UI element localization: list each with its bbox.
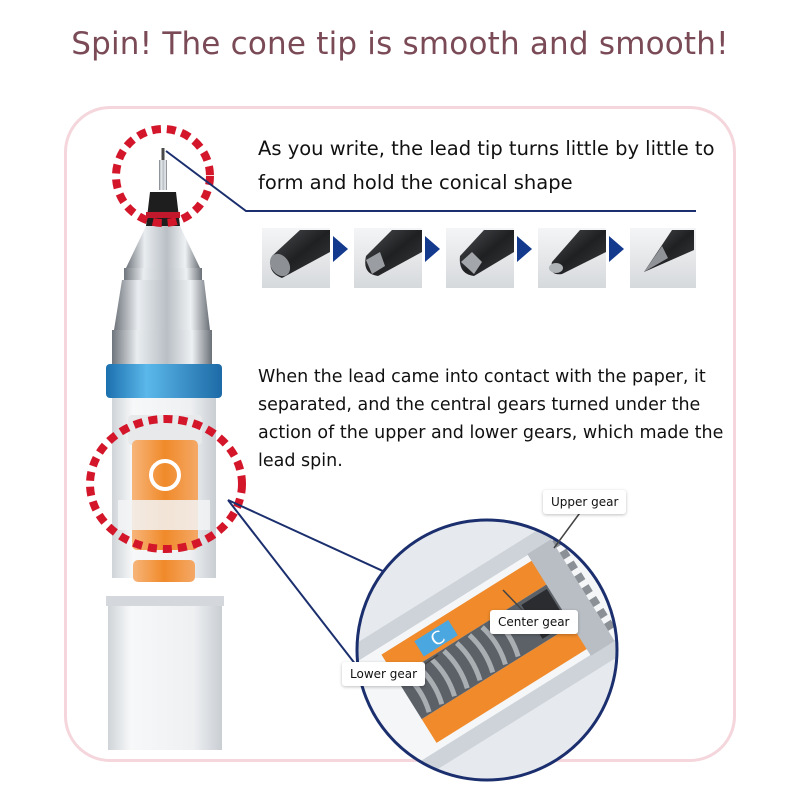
sharp-cone-lead-tip-icon (630, 228, 696, 288)
lower-gear-label: Lower gear (342, 662, 426, 686)
gear-highlight-ring (86, 415, 246, 553)
lead-stage-sequence (262, 228, 696, 288)
rounded-cone-lead-tip-icon (538, 228, 606, 288)
center-gear-label: Center gear (490, 610, 578, 634)
mechanical-pencil-illustration (106, 148, 224, 750)
stage-arrow-icon (425, 236, 440, 262)
tip-highlight-ring (112, 125, 214, 227)
slightly-worn-lead-tip-icon (354, 228, 422, 288)
headline: Spin! The cone tip is smooth and smooth! (71, 26, 729, 62)
tip-pointer-line (165, 150, 696, 212)
stage-arrow-icon (609, 236, 624, 262)
gear-pointer-line-upper (227, 499, 386, 573)
tip-description: As you write, the lead tip turns little … (258, 137, 715, 194)
stage-arrow-icon (517, 236, 532, 262)
mechanism-description: When the lead came into contact with the… (258, 367, 724, 471)
upper-gear-label: Upper gear (543, 490, 627, 514)
flat-lead-tip-icon (262, 228, 330, 288)
gear-zoom-illustration: C (355, 518, 619, 782)
stage-arrow-icon (333, 236, 348, 262)
faceted-lead-tip-icon (446, 228, 514, 288)
